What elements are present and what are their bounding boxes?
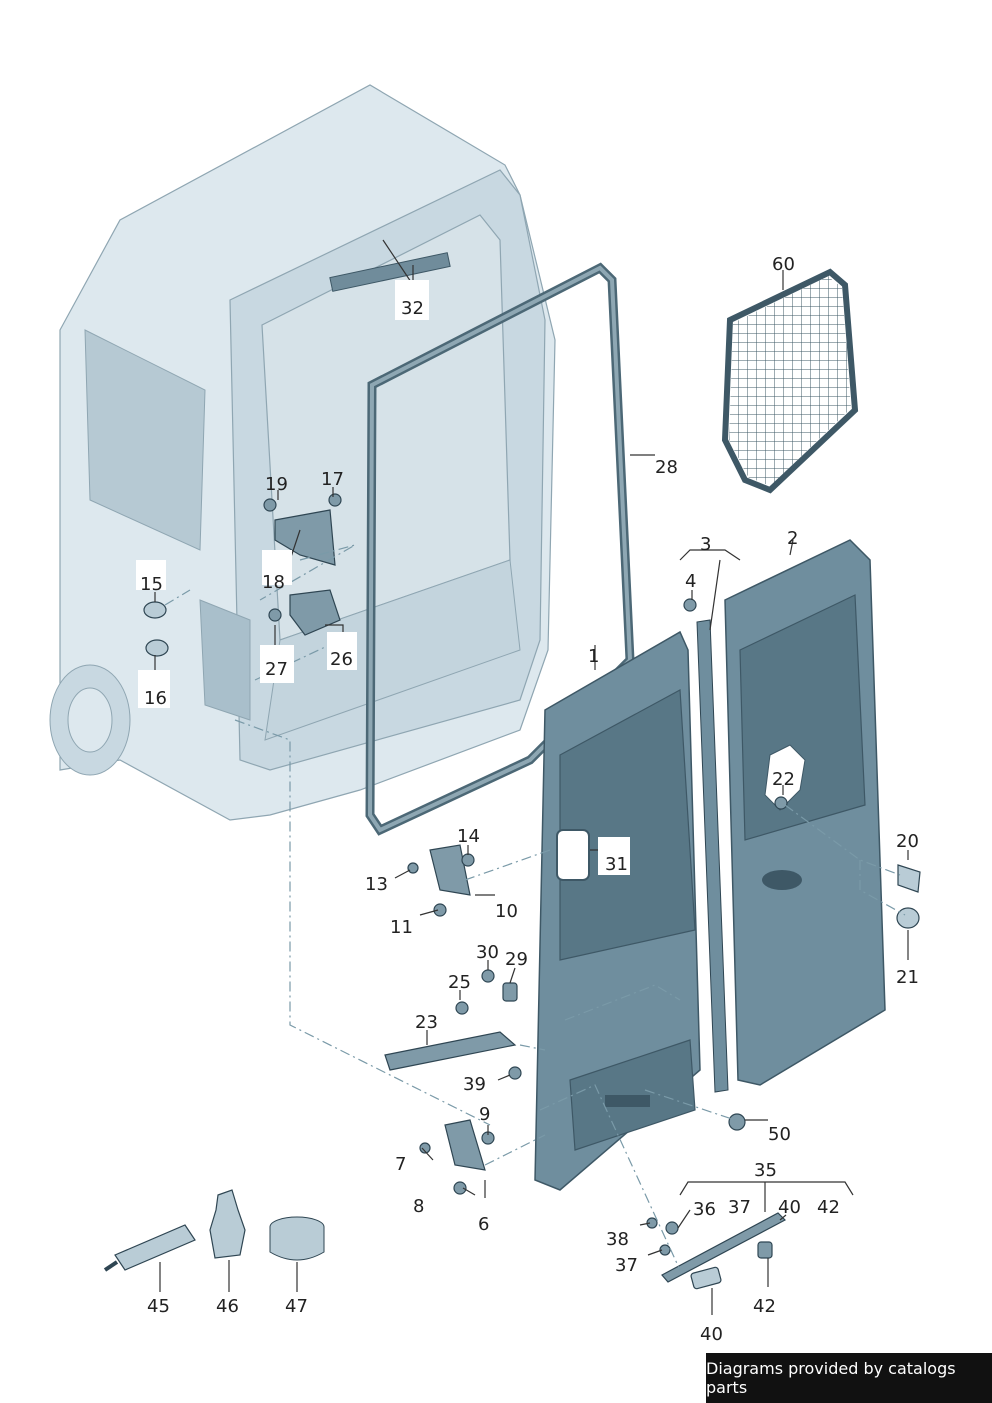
label-19: 19: [265, 474, 288, 495]
label-29: 29: [505, 949, 528, 970]
label-28: 28: [655, 457, 678, 478]
label-4: 4: [685, 571, 696, 592]
label-6: 6: [478, 1214, 489, 1235]
label-14: 14: [457, 826, 480, 847]
window-grille: [721, 268, 859, 494]
label-35: 35: [754, 1160, 777, 1181]
label-21: 21: [896, 967, 919, 988]
label-50: 50: [768, 1124, 791, 1145]
label-27: 27: [265, 659, 288, 680]
label-10: 10: [495, 901, 518, 922]
label-1: 1: [588, 646, 599, 667]
label-25: 25: [448, 972, 471, 993]
van-body: [49, 84, 556, 821]
label-46: 46: [216, 1296, 239, 1317]
label-42-bottom: 42: [753, 1296, 776, 1317]
label-26: 26: [330, 649, 353, 670]
label-18: 18: [262, 572, 285, 593]
label-31: 31: [605, 854, 628, 875]
door-right: [724, 539, 886, 1086]
label-40-bottom: 40: [700, 1324, 723, 1345]
guide-lines: [164, 544, 906, 1271]
label-30: 30: [476, 942, 499, 963]
label-47: 47: [285, 1296, 308, 1317]
label-9: 9: [479, 1104, 490, 1125]
label-36: 36: [693, 1199, 716, 1220]
label-7: 7: [395, 1154, 406, 1175]
label-40-top: 40: [778, 1197, 801, 1218]
label-38: 38: [606, 1229, 629, 1250]
label-37-side: 37: [615, 1255, 638, 1276]
seal-strip: [696, 619, 729, 1093]
label-39: 39: [463, 1074, 486, 1095]
credit-banner[interactable]: Diagrams provided by catalogs parts: [706, 1353, 992, 1403]
label-11: 11: [390, 917, 413, 938]
part-labels: 1 2 3 4 6 7 8 9 10 11 13 14 15 16 17 18 …: [140, 254, 919, 1345]
label-16: 16: [144, 688, 167, 709]
label-8: 8: [413, 1196, 424, 1217]
leader-lines: [154, 239, 909, 1315]
label-23: 23: [415, 1012, 438, 1033]
label-45: 45: [147, 1296, 170, 1317]
label-60: 60: [772, 254, 795, 275]
label-37-top: 37: [728, 1197, 751, 1218]
door-left: [534, 630, 701, 1191]
label-3: 3: [700, 534, 711, 555]
label-32: 32: [401, 298, 424, 319]
label-2: 2: [787, 528, 798, 549]
label-17: 17: [321, 469, 344, 490]
label-42-top: 42: [817, 1197, 840, 1218]
label-15: 15: [140, 574, 163, 595]
label-20: 20: [896, 831, 919, 852]
consumables: [103, 1189, 325, 1272]
label-13: 13: [365, 874, 388, 895]
label-22: 22: [772, 769, 795, 790]
